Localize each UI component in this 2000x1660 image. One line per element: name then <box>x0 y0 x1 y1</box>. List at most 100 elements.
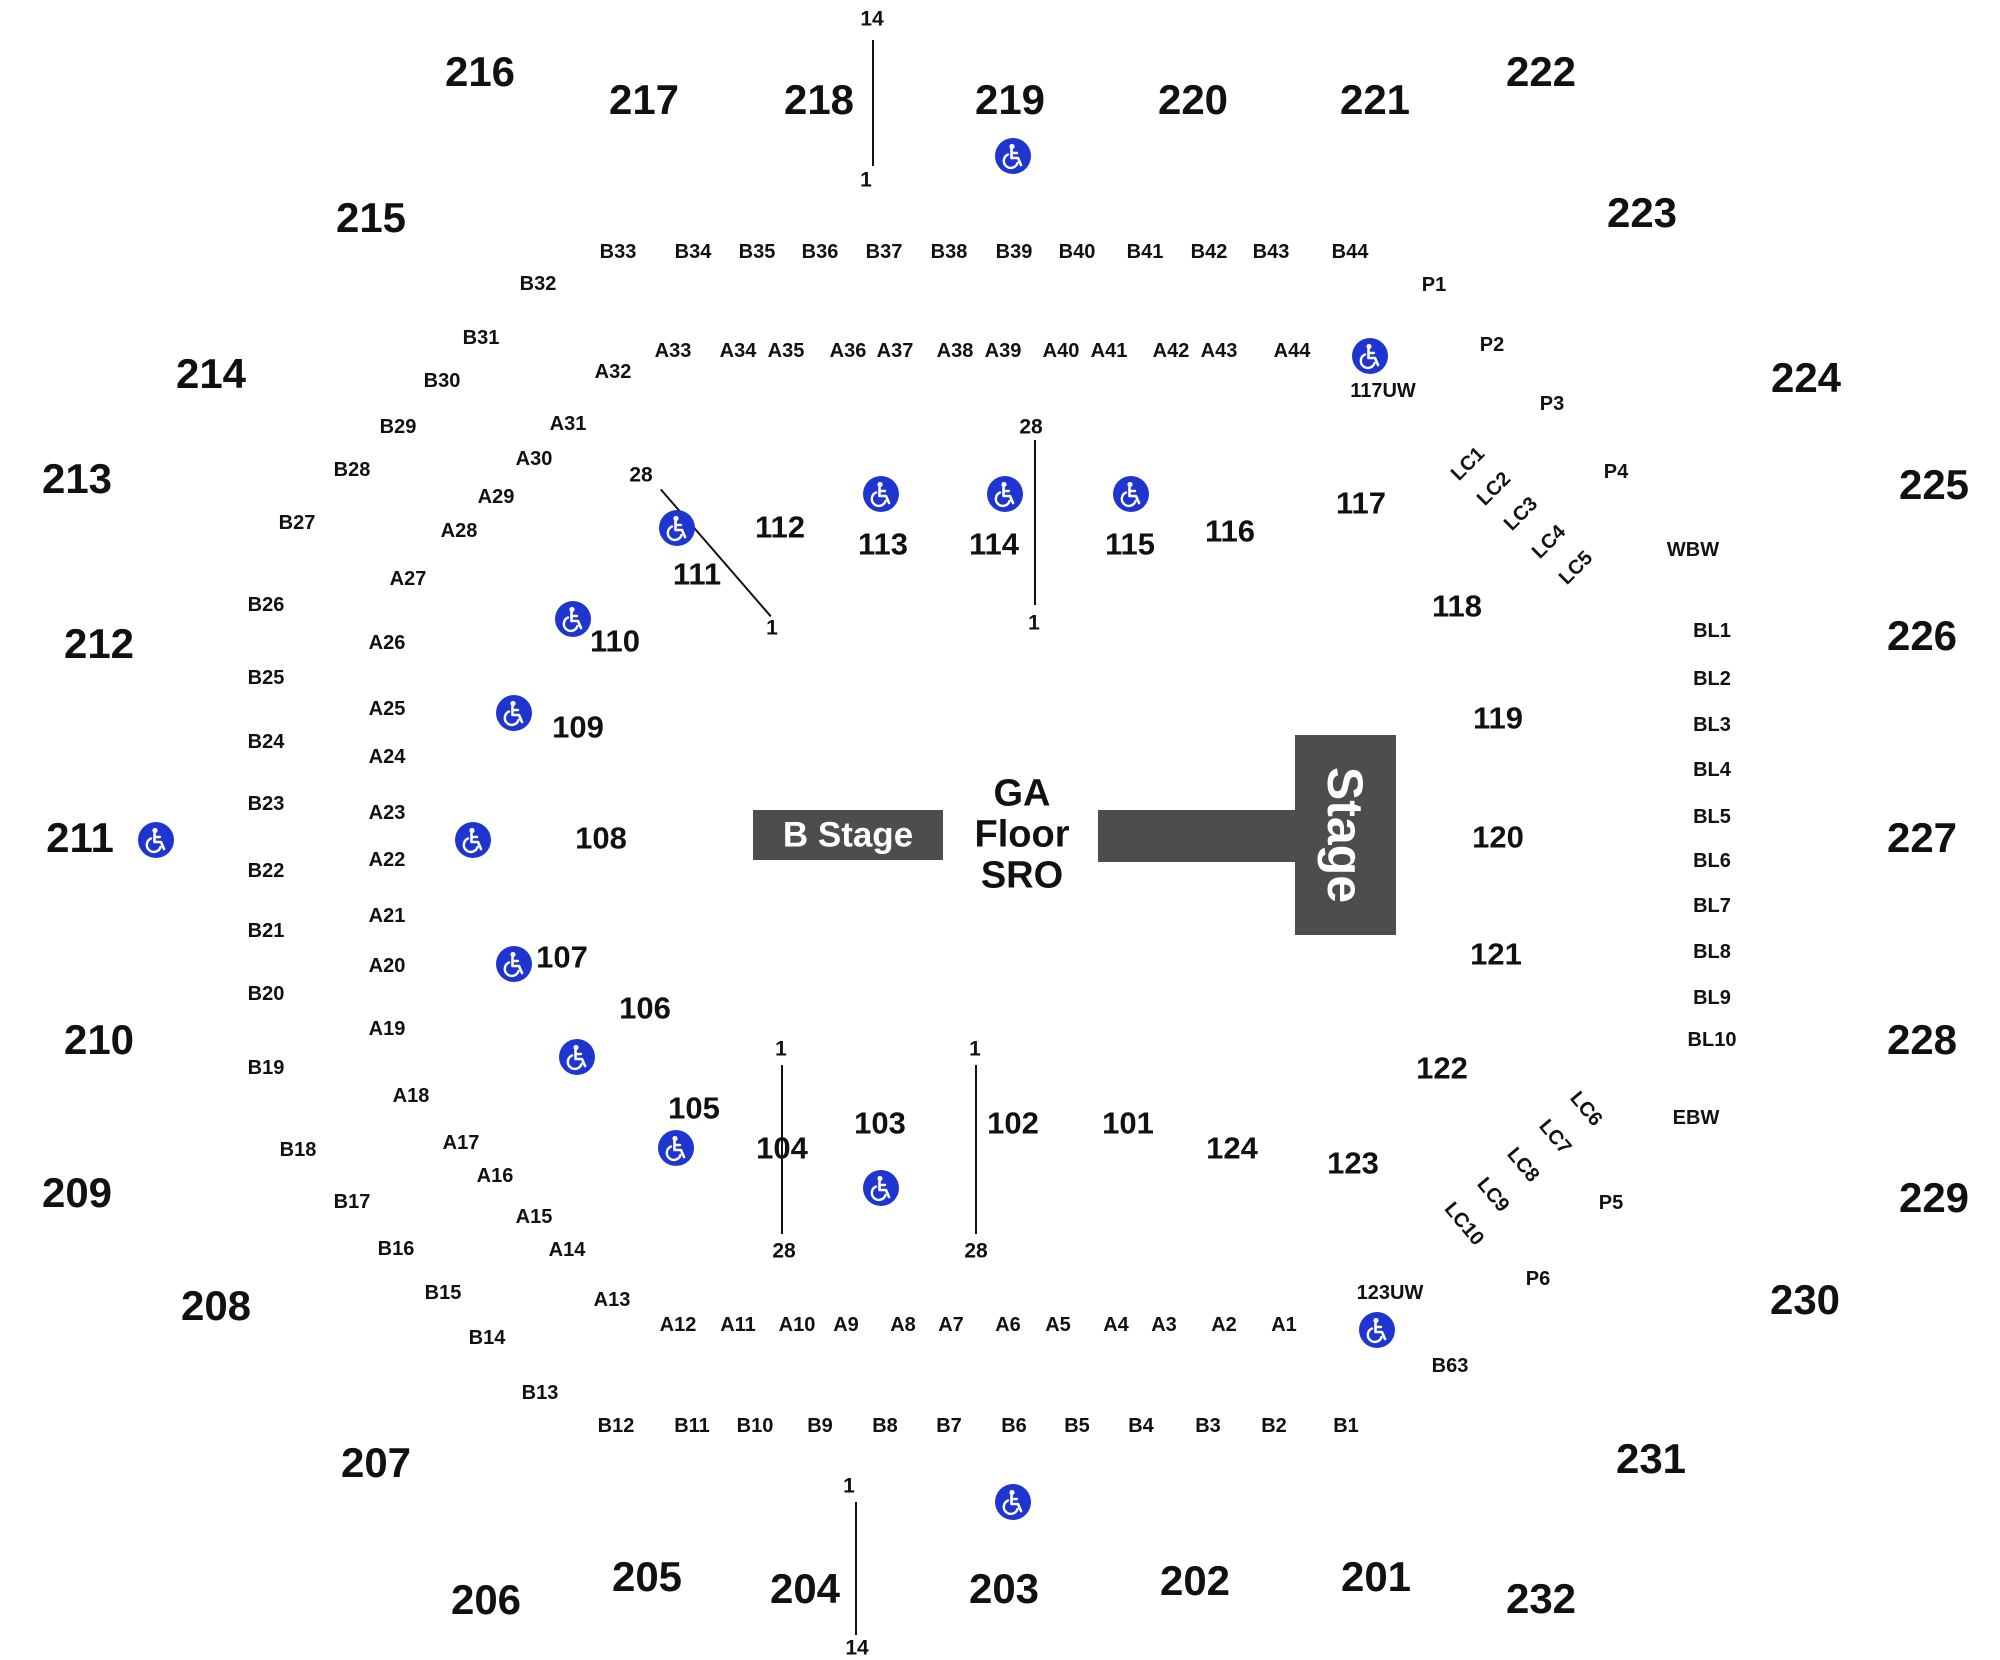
section-218[interactable]: 218 <box>783 76 855 123</box>
box-a27[interactable]: A27 <box>389 568 427 590</box>
main-stage[interactable] <box>1295 735 1396 935</box>
box-b3[interactable]: B3 <box>1195 1415 1221 1437</box>
section-103[interactable]: 103 <box>854 1105 906 1141</box>
loge-club-lc5[interactable]: LC5 <box>1554 546 1598 590</box>
suite-p2[interactable]: P2 <box>1479 334 1505 356</box>
section-121[interactable]: 121 <box>1470 936 1522 972</box>
loge-club-lc10[interactable]: LC10 <box>1439 1198 1489 1250</box>
box-a42[interactable]: A42 <box>1152 340 1190 362</box>
section-210[interactable]: 210 <box>63 1016 135 1063</box>
bunker-loge-bl10[interactable]: BL10 <box>1687 1029 1737 1051</box>
suite-ebw[interactable]: EBW <box>1672 1107 1720 1129</box>
box-a19[interactable]: A19 <box>368 1018 406 1040</box>
box-a44[interactable]: A44 <box>1273 340 1311 362</box>
box-b63[interactable]: B63 <box>1431 1355 1469 1377</box>
box-a1[interactable]: A1 <box>1271 1314 1297 1336</box>
box-b39[interactable]: B39 <box>995 241 1033 263</box>
box-a14[interactable]: A14 <box>548 1239 586 1261</box>
box-b33[interactable]: B33 <box>599 241 637 263</box>
box-b24[interactable]: B24 <box>247 731 285 753</box>
loge-club-lc7[interactable]: LC7 <box>1534 1115 1576 1159</box>
box-b29[interactable]: B29 <box>379 416 417 438</box>
box-a26[interactable]: A26 <box>368 632 406 654</box>
section-102[interactable]: 102 <box>987 1105 1039 1141</box>
box-b26[interactable]: B26 <box>247 594 285 616</box>
loge-club-lc3[interactable]: LC3 <box>1499 492 1543 536</box>
section-219[interactable]: 219 <box>974 76 1046 123</box>
box-b34[interactable]: B34 <box>674 241 712 263</box>
section-225[interactable]: 225 <box>1898 461 1970 508</box>
box-a16[interactable]: A16 <box>476 1165 514 1187</box>
box-b17[interactable]: B17 <box>333 1191 371 1213</box>
box-b40[interactable]: B40 <box>1058 241 1096 263</box>
box-b22[interactable]: B22 <box>247 860 285 882</box>
box-a22[interactable]: A22 <box>368 849 406 871</box>
bunker-loge-bl7[interactable]: BL7 <box>1693 895 1731 917</box>
box-a18[interactable]: A18 <box>392 1085 430 1107</box>
box-a41[interactable]: A41 <box>1090 340 1128 362</box>
bunker-loge-bl2[interactable]: BL2 <box>1693 668 1731 690</box>
box-b30[interactable]: B30 <box>423 370 461 392</box>
section-110[interactable]: 110 <box>589 623 641 659</box>
box-b20[interactable]: B20 <box>247 983 285 1005</box>
section-106[interactable]: 106 <box>619 990 671 1026</box>
wheelchair-icon[interactable] <box>555 601 591 637</box>
section-105[interactable]: 105 <box>668 1090 720 1126</box>
wheelchair-icon[interactable] <box>455 822 491 858</box>
section-203[interactable]: 203 <box>968 1565 1040 1612</box>
bunker-loge-bl3[interactable]: BL3 <box>1693 714 1731 736</box>
box-b1[interactable]: B1 <box>1333 1415 1359 1437</box>
section-108[interactable]: 108 <box>575 820 627 856</box>
b-stage[interactable] <box>753 810 943 860</box>
bunker-loge-bl5[interactable]: BL5 <box>1693 806 1731 828</box>
wheelchair-icon[interactable] <box>995 138 1031 174</box>
box-b44[interactable]: B44 <box>1331 241 1369 263</box>
box-a10[interactable]: A10 <box>778 1314 816 1336</box>
wheelchair-icon[interactable] <box>658 1130 694 1166</box>
box-b36[interactable]: B36 <box>801 241 839 263</box>
box-b4[interactable]: B4 <box>1128 1415 1154 1437</box>
box-b6[interactable]: B6 <box>1001 1415 1027 1437</box>
section-208[interactable]: 208 <box>180 1282 252 1329</box>
wheelchair-icon[interactable] <box>138 822 174 858</box>
section-109[interactable]: 109 <box>552 709 604 745</box>
box-b25[interactable]: B25 <box>247 667 285 689</box>
section-205[interactable]: 205 <box>611 1553 683 1600</box>
wheelchair-icon[interactable] <box>559 1039 595 1075</box>
box-b41[interactable]: B41 <box>1126 241 1164 263</box>
box-a29[interactable]: A29 <box>477 486 515 508</box>
box-a2[interactable]: A2 <box>1211 1314 1237 1336</box>
section-232[interactable]: 232 <box>1505 1575 1577 1622</box>
section-211[interactable]: 211 <box>46 814 114 861</box>
section-101[interactable]: 101 <box>1102 1105 1154 1141</box>
box-b8[interactable]: B8 <box>872 1415 898 1437</box>
section-217[interactable]: 217 <box>608 76 680 123</box>
wheelchair-icon[interactable] <box>863 476 899 512</box>
section-114[interactable]: 114 <box>968 526 1020 562</box>
wheelchair-icon[interactable] <box>1359 1312 1395 1348</box>
box-a38[interactable]: A38 <box>936 340 974 362</box>
suite-p1[interactable]: P1 <box>1421 274 1447 296</box>
wheelchair-icon[interactable] <box>863 1170 899 1206</box>
section-215[interactable]: 215 <box>335 194 407 241</box>
box-b31[interactable]: B31 <box>462 327 500 349</box>
box-a36[interactable]: A36 <box>829 340 867 362</box>
box-b7[interactable]: B7 <box>936 1415 962 1437</box>
section-226[interactable]: 226 <box>1886 612 1958 659</box>
section-222[interactable]: 222 <box>1505 48 1577 95</box>
section-221[interactable]: 221 <box>1339 76 1411 123</box>
section-113[interactable]: 113 <box>857 526 909 562</box>
box-a9[interactable]: A9 <box>833 1314 859 1336</box>
section-214[interactable]: 214 <box>175 350 247 397</box>
suite-p5[interactable]: P5 <box>1598 1192 1624 1214</box>
box-b12[interactable]: B12 <box>597 1415 635 1437</box>
loge-club-lc6[interactable]: LC6 <box>1565 1087 1607 1131</box>
box-a5[interactable]: A5 <box>1045 1314 1071 1336</box>
wheelchair-icon[interactable] <box>1113 476 1149 512</box>
loge-club-lc1[interactable]: LC1 <box>1446 442 1490 486</box>
box-b11[interactable]: B11 <box>674 1415 710 1437</box>
section-122[interactable]: 122 <box>1416 1050 1468 1086</box>
section-204[interactable]: 204 <box>769 1565 841 1612</box>
section-119[interactable]: 119 <box>1472 700 1524 736</box>
